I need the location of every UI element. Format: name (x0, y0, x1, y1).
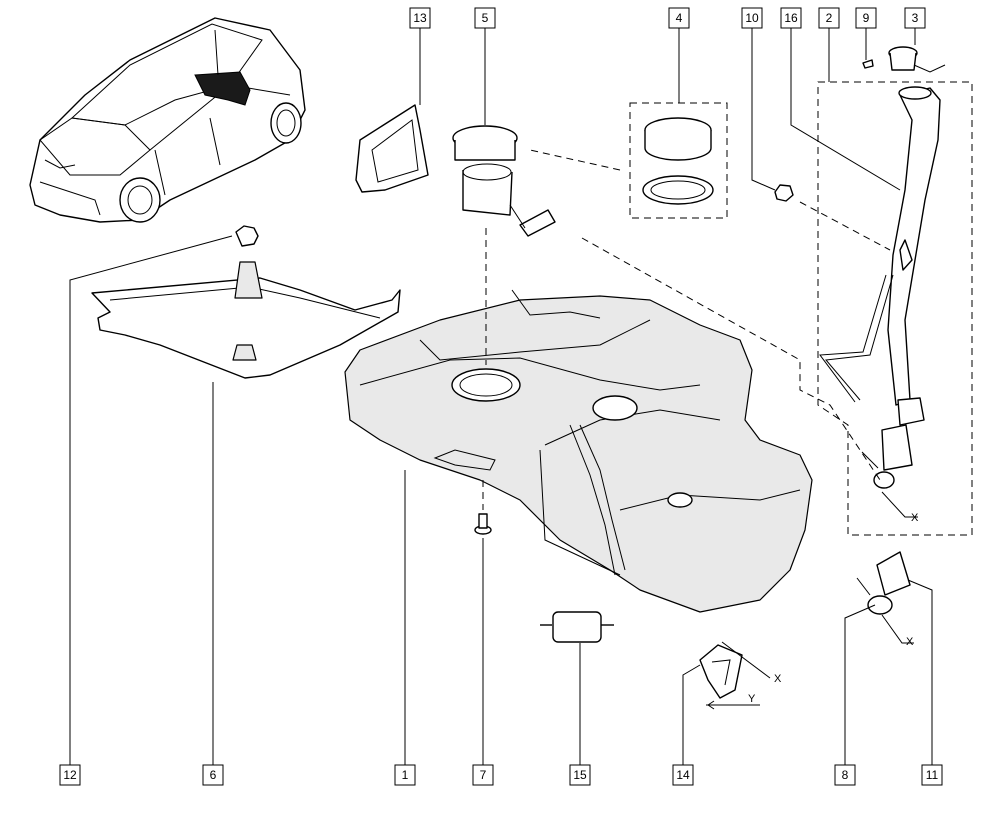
callout-label: 11 (926, 768, 939, 782)
callout-label: 16 (784, 11, 798, 25)
callout-14: 14 (672, 764, 694, 786)
shield-nut (235, 225, 259, 247)
callout-label: 10 (745, 11, 759, 25)
tank-bolt (474, 513, 492, 535)
lock-ring-and-seal (629, 102, 728, 219)
callout-11: 11 (921, 764, 943, 786)
leader-lines (69, 28, 933, 765)
callout-label: 9 (863, 11, 870, 25)
fuel-pump-module (452, 125, 556, 237)
dimension-markers: X X X Y (707, 451, 919, 710)
callout-2: 2 (818, 7, 840, 29)
fuel-filter (540, 611, 614, 643)
callout-label: 15 (573, 768, 587, 782)
callout-8: 8 (834, 764, 856, 786)
callout-label: 4 (676, 11, 683, 25)
pump-bracket (355, 104, 429, 193)
vent-valve (888, 46, 946, 73)
marker-x-clip: X (774, 673, 782, 685)
filler-neck-assembly (817, 81, 973, 536)
callout-label: 14 (676, 768, 690, 782)
connecting-hose (867, 551, 911, 615)
callout-13: 13 (409, 7, 431, 29)
callout-label: 3 (912, 11, 919, 25)
callout-1: 1 (394, 764, 416, 786)
callout-10: 10 (741, 7, 763, 29)
marker-y-clip: Y (748, 693, 756, 705)
callout-9: 9 (855, 7, 877, 29)
marker-x-filler: X (911, 512, 919, 524)
callout-4: 4 (668, 7, 690, 29)
filler-grommet (774, 184, 794, 202)
callout-label: 12 (63, 768, 77, 782)
callout-6: 6 (202, 764, 224, 786)
callout-7: 7 (472, 764, 494, 786)
callout-16: 16 (780, 7, 802, 29)
vehicle-overview (29, 17, 306, 223)
callout-5: 5 (474, 7, 496, 29)
callout-label: 8 (842, 768, 849, 782)
callout-15: 15 (569, 764, 591, 786)
callout-label: 7 (480, 768, 487, 782)
callout-label: 2 (826, 11, 833, 25)
filler-screw (862, 59, 874, 69)
fuel-tank (344, 289, 813, 613)
callout-label: 6 (210, 768, 217, 782)
callout-12: 12 (59, 764, 81, 786)
callout-label: 5 (482, 11, 489, 25)
callout-label: 1 (402, 768, 409, 782)
callout-label: 13 (413, 11, 427, 25)
assembly-lines (482, 149, 891, 510)
callout-3: 3 (904, 7, 926, 29)
underbody-shield (91, 261, 401, 379)
marker-x-hose: X (906, 636, 914, 648)
